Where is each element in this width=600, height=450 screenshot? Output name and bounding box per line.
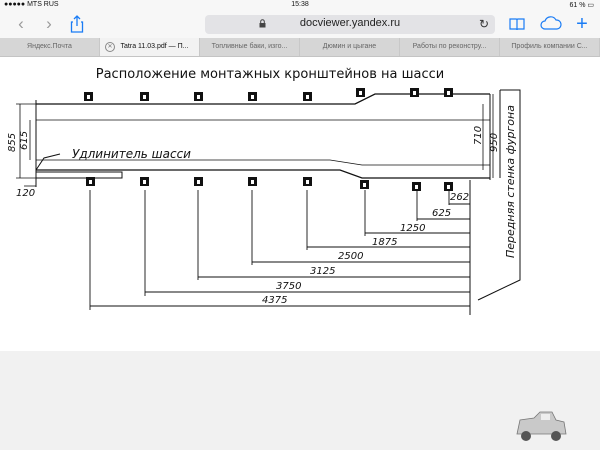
dim-710: 710: [473, 126, 484, 145]
side-label: Передняя стенка фургона: [504, 105, 517, 258]
dim-615: 615: [19, 131, 30, 150]
clock: 15:38: [291, 1, 309, 8]
drawing-title: Расположение монтажных кронштейнов на ша…: [96, 67, 444, 82]
tab-fuel-tanks[interactable]: Топливные баки, изго...: [200, 38, 300, 56]
lock-icon: [259, 19, 266, 28]
dim-120: 120: [16, 188, 35, 199]
pdf-page[interactable]: Расположение монтажных кронштейнов на ша…: [0, 57, 600, 351]
tab-tatra-pdf[interactable]: ✕Tatra 11.03.pdf — П...: [100, 38, 200, 56]
address-bar[interactable]: docviewer.yandex.ru ↻: [205, 15, 495, 34]
reload-icon[interactable]: ↻: [478, 17, 489, 31]
dim-3125: 3125: [310, 266, 335, 277]
url-text: docviewer.yandex.ru: [299, 17, 401, 29]
share-icon[interactable]: [70, 15, 84, 33]
dim-1250: 1250: [400, 223, 425, 234]
close-tab-icon[interactable]: ✕: [105, 42, 115, 52]
chassis-drawing: Расположение монтажных кронштейнов на ша…: [7, 67, 521, 315]
dim-950: 950: [489, 133, 500, 152]
back-icon[interactable]: ‹: [18, 14, 24, 33]
bookmarks-icon[interactable]: [508, 15, 526, 33]
forward-icon[interactable]: ›: [46, 14, 52, 33]
page-background: [0, 351, 600, 450]
dim-625: 625: [432, 208, 451, 219]
dim-262: 262: [450, 192, 469, 203]
dim-855: 855: [7, 133, 18, 152]
dim-4375: 4375: [262, 295, 287, 306]
tab-reconstruction[interactable]: Работы по реконстру...: [400, 38, 500, 56]
tab-yandex-mail[interactable]: Яндекс.Почта: [0, 38, 100, 56]
dim-2500: 2500: [338, 251, 363, 262]
tab-company-profile[interactable]: Профиль компании С...: [500, 38, 600, 56]
new-tab-icon[interactable]: +: [576, 13, 588, 35]
extension-label: Удлинитель шасси: [72, 147, 191, 161]
carrier-signal: ●●●●● MTS RUS: [4, 1, 59, 8]
tab-bar: Яндекс.Почта ✕Tatra 11.03.pdf — П... Топ…: [0, 38, 600, 57]
tab-dyumin[interactable]: Дюмин и цыгане: [300, 38, 400, 56]
battery-indicator: 61 % ▭: [569, 2, 594, 9]
dim-3750: 3750: [276, 281, 301, 292]
dim-1875: 1875: [372, 237, 397, 248]
bottom-brackets: [86, 177, 453, 191]
cloud-icon[interactable]: [540, 15, 562, 33]
browser-toolbar: ‹ › docviewer.yandex.ru ↻ +: [0, 11, 600, 38]
truck-logo-icon: [516, 411, 567, 441]
status-bar: ●●●●● MTS RUS 15:38 61 % ▭: [0, 0, 600, 11]
